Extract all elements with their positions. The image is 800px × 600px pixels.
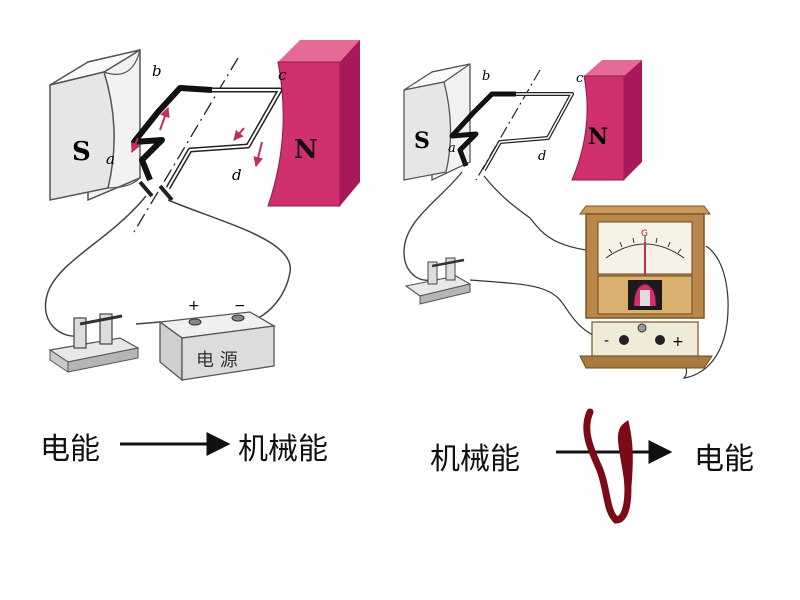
galvanometer: G - +	[579, 205, 713, 369]
wire-right	[167, 199, 291, 319]
point-a-label: a	[106, 150, 115, 168]
gen-north-pole-label: N	[588, 124, 608, 150]
generator-coil	[449, 91, 574, 171]
point-b-label: b	[152, 62, 162, 80]
battery-minus: −	[234, 298, 246, 314]
north-magnet: N	[267, 40, 360, 207]
motor-caption-from: 电能	[40, 432, 100, 467]
gen-knife-switch	[404, 257, 472, 305]
north-pole-label: N	[294, 135, 318, 165]
motor-diagram: S N b c a d	[44, 40, 360, 456]
gen-wire-left	[403, 171, 463, 281]
current-arrows	[130, 107, 264, 167]
gen-wire-switch	[469, 279, 605, 341]
battery: + − 电 源	[158, 298, 276, 382]
generator-caption-to: 电能	[694, 442, 754, 477]
battery-plus: +	[188, 298, 200, 314]
motor-coil	[131, 85, 283, 202]
knife-switch	[48, 313, 161, 373]
rotation-axis	[133, 57, 239, 233]
gen-north-magnet: N	[571, 60, 642, 181]
generator-caption-from: 机械能	[430, 442, 520, 477]
motor-caption-to: 机械能	[238, 432, 328, 467]
meter-g-label: G	[641, 229, 648, 239]
south-pole-label: S	[72, 137, 91, 167]
handwritten-mark	[583, 408, 633, 524]
point-c-label: c	[278, 66, 287, 84]
generator-diagram: S N b c a d	[403, 60, 729, 524]
gen-south-magnet: S	[403, 63, 471, 182]
south-magnet: S	[49, 49, 141, 202]
gen-south-pole-label: S	[414, 128, 430, 154]
meter-plus-label: +	[672, 334, 684, 350]
battery-label: 电 源	[196, 350, 238, 371]
gen-point-c-label: c	[576, 71, 584, 86]
gen-wire-right	[483, 175, 587, 251]
gen-point-a-label: a	[448, 141, 456, 156]
gen-point-d-label: d	[538, 149, 546, 164]
gen-point-b-label: b	[482, 69, 490, 84]
wire-left	[44, 195, 147, 337]
meter-minus-label: -	[604, 333, 609, 349]
point-d-label: d	[232, 166, 242, 184]
